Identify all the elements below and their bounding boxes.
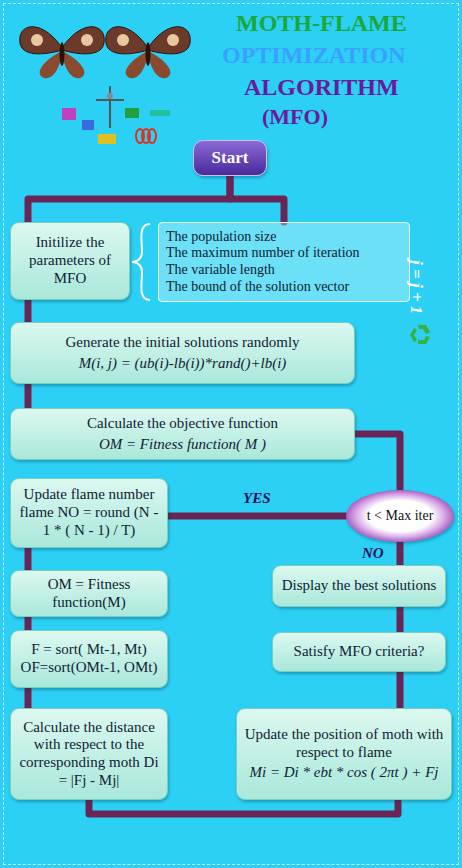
edge-label: YES [241, 490, 273, 507]
node-text: M(i, j) = (ub(i)-lb(i))*rand()+lb(i) [79, 355, 287, 373]
connector [397, 672, 404, 708]
moth-icon [20, 27, 104, 78]
connector [397, 607, 404, 632]
node-text: Start [212, 148, 249, 168]
process-box: Initilize the parameters of MFO [10, 222, 130, 300]
process-box: Satisfy MFO criteria? [272, 632, 446, 672]
node-text: Generate the initial solutions randomly [65, 334, 299, 352]
connector [25, 548, 32, 570]
process-box: OM = Fitness function(M) [10, 570, 168, 617]
moth-icon [106, 27, 190, 78]
process-box: Calculate the objective function OM = Fit… [10, 408, 355, 460]
process-box: F = sort( Mt-1, Mt)OF=sort(OMt-1, OMt) [10, 630, 168, 688]
node-text: Display the best solutions [282, 577, 437, 595]
connector [168, 513, 346, 520]
connector [28, 176, 230, 222]
title-text: OPTIMIZATION [222, 42, 406, 69]
connector [25, 688, 32, 708]
node-text: Satisfy MFO criteria? [294, 643, 425, 661]
title-text: ALGORITHM [244, 74, 399, 101]
title-text: MOTH-FLAME [236, 10, 407, 37]
node-text: The variable length [166, 262, 275, 279]
parameter-list: The population sizeThe maximum number of… [158, 222, 410, 302]
node-text: OM = Fitness function( M ) [99, 436, 266, 454]
node-text: The bound of the solution vector [166, 279, 349, 296]
parts-icons [62, 86, 170, 144]
node-text: F = sort( Mt-1, Mt) [31, 641, 147, 659]
start-box: Start [193, 140, 267, 176]
node-text: Calculate the objective function [87, 415, 278, 433]
bracket [132, 224, 150, 300]
node-text: OM = Fitness function(M) [18, 576, 160, 611]
decision-ellipse: t < Max iter [346, 490, 454, 542]
node-text: Update flame number flame NO = round (N … [18, 486, 160, 539]
recycle-icon [410, 325, 430, 344]
connector [397, 542, 404, 565]
process-box: Display the best solutions [272, 565, 446, 607]
process-box: Update the position of moth with respect… [236, 708, 452, 800]
loop-note: j = j + 1 [406, 260, 426, 314]
node-text: The maximum number of iteration [166, 245, 360, 262]
node-text: t < Max iter [367, 508, 434, 525]
node-text: OF=sort(OMt-1, OMt) [21, 659, 158, 677]
node-text: Update the position of moth with respect… [244, 726, 444, 761]
connector [25, 300, 32, 322]
connector [25, 384, 32, 408]
process-box: Update flame number flame NO = round (N … [10, 478, 168, 548]
node-text: Calculate the distance with respect to t… [18, 719, 160, 790]
connector [355, 434, 400, 490]
connector [230, 176, 284, 222]
process-box: Calculate the distance with respect to t… [10, 708, 168, 800]
node-text: Mi = Di * ebt * cos ( 2πt ) + Fj [250, 764, 439, 782]
node-text: Initilize the parameters of MFO [18, 234, 122, 287]
title-text: (MFO) [262, 104, 328, 130]
edge-label: NO [360, 545, 386, 562]
node-text: The population size [166, 229, 276, 246]
process-box: Generate the initial solutions randomlyM… [10, 322, 355, 384]
connector [89, 800, 398, 814]
connector [25, 617, 32, 630]
